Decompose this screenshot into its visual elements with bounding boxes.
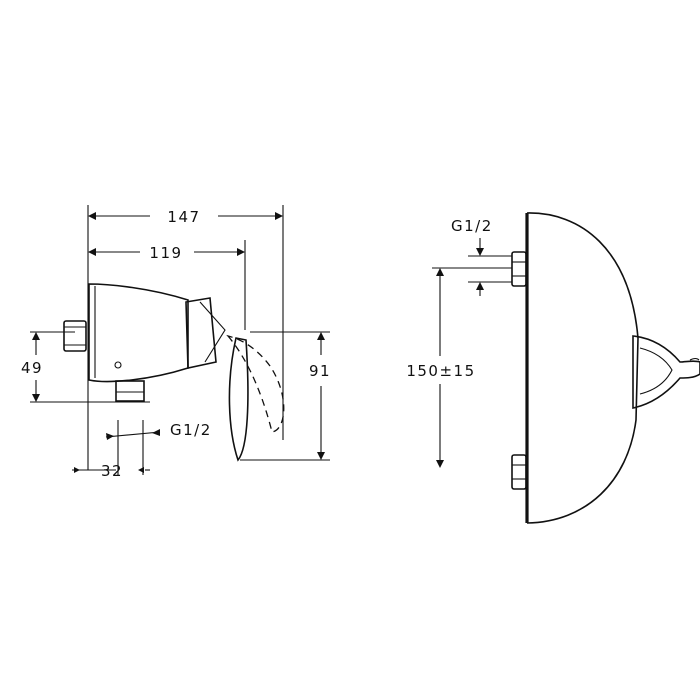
inlet-connector-side [63, 320, 87, 352]
front-view: G1/2 150±15 [406, 212, 700, 524]
outlet-connector-side [115, 380, 145, 402]
housing-front [525, 212, 639, 524]
lower-connector-front [511, 454, 527, 490]
dim-91-label: 91 [309, 362, 331, 380]
dimension-32: 32 [72, 462, 150, 480]
dimension-91: 91 [309, 332, 331, 460]
upper-connector-front [511, 251, 527, 287]
lever-side [228, 337, 249, 462]
thread-label-side: G1/2 [170, 421, 212, 439]
side-extension-lines [30, 205, 330, 475]
handle-knob-front [632, 335, 700, 409]
dim-147-label: 147 [167, 208, 200, 226]
dim-119-label: 119 [149, 244, 182, 262]
dimension-147: 147 [88, 208, 283, 226]
thread-marker-side: G1/2 [105, 421, 212, 440]
dim-49-label: 49 [21, 359, 43, 377]
dim-32-label: 32 [101, 462, 123, 480]
valve-body-side [88, 283, 189, 383]
lever-open-position [226, 334, 285, 433]
thread-label-front: G1/2 [451, 217, 493, 235]
side-view: 147 119 49 91 [21, 205, 331, 480]
dimension-150: 150±15 [406, 267, 512, 468]
dim-150-label: 150±15 [406, 362, 475, 380]
handle-collar-side [185, 297, 226, 369]
thread-marker-front: G1/2 [451, 217, 512, 296]
dimension-119: 119 [88, 244, 245, 262]
dimension-49: 49 [21, 332, 43, 402]
